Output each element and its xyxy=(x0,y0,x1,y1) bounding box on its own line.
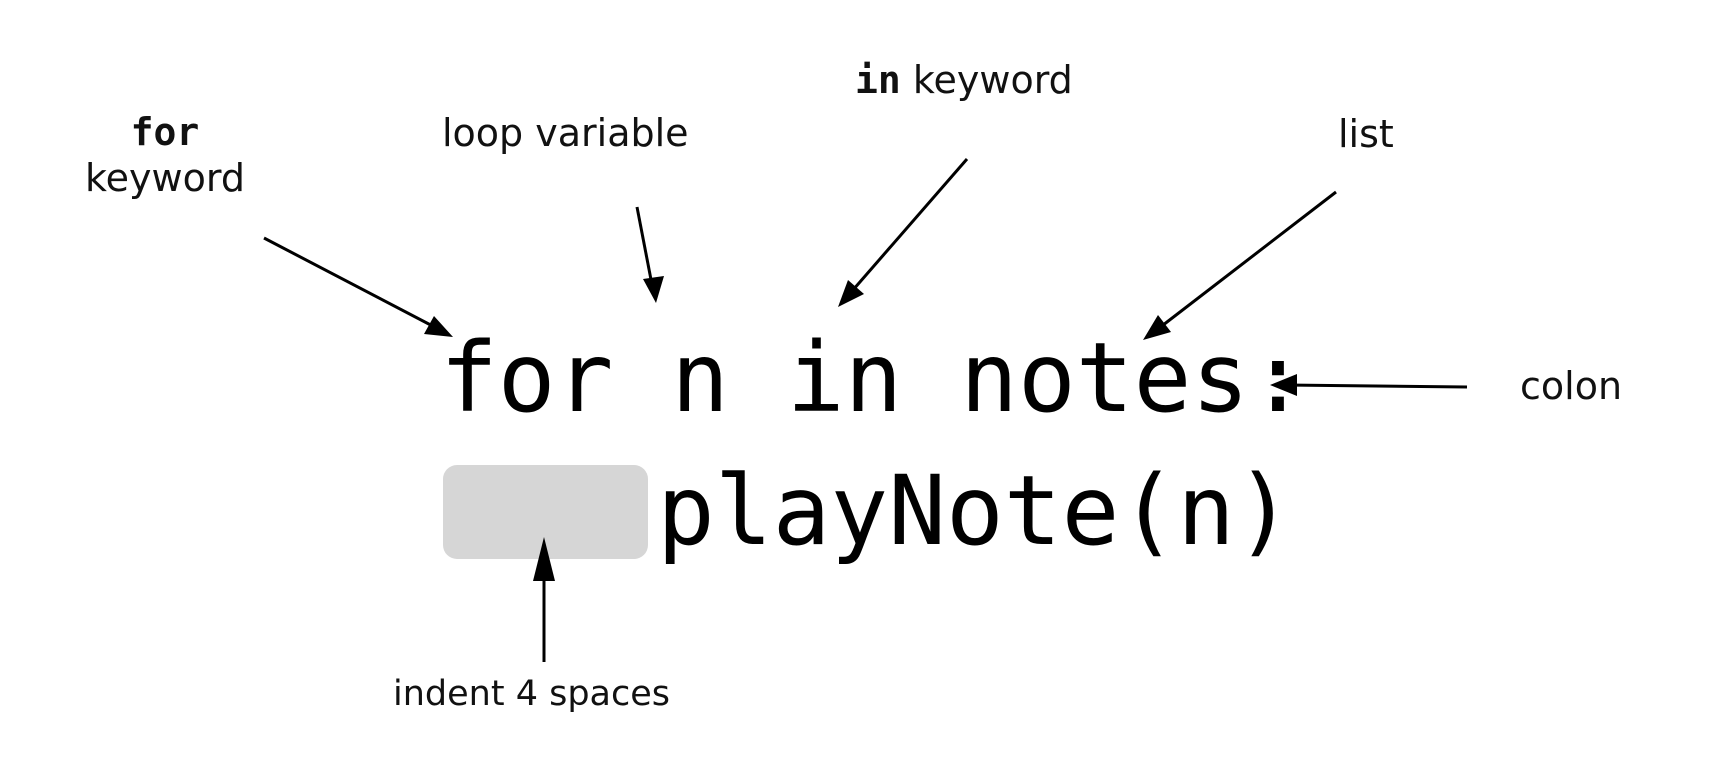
for-keyword-term: for xyxy=(130,110,200,154)
loop-variable-label: loop variable xyxy=(442,111,689,155)
for-keyword-arrow xyxy=(263,236,447,335)
code-line-for: for n in notes: xyxy=(440,322,1307,434)
in-keyword-arrowhead xyxy=(838,280,864,307)
in-keyword-arrow xyxy=(844,158,969,299)
colon-label: colon xyxy=(1520,364,1623,408)
list-arrowhead xyxy=(1143,315,1171,340)
code-line-call: playNote(n) xyxy=(657,455,1293,567)
loop-variable-arrowhead xyxy=(643,276,664,303)
list-arrow xyxy=(1153,190,1337,334)
indent-label: indent 4 spaces xyxy=(393,674,670,714)
for-keyword-caption: keyword xyxy=(85,155,245,200)
loop-variable-arrow xyxy=(635,206,655,291)
for-keyword-label: for keyword xyxy=(70,110,260,201)
in-keyword-caption: keyword xyxy=(912,58,1073,102)
in-keyword-term: in xyxy=(855,58,901,102)
colon-arrowhead xyxy=(1270,374,1297,396)
for-keyword-arrowhead xyxy=(424,316,453,337)
in-keyword-label: in keyword xyxy=(855,58,1073,104)
colon-arrow xyxy=(1284,383,1468,389)
indent-arrowhead xyxy=(533,537,555,581)
list-label: list xyxy=(1338,112,1394,156)
